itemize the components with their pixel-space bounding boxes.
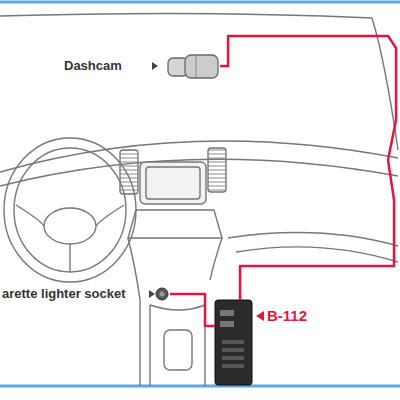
steering-hub — [44, 208, 96, 244]
dashcam-seam — [196, 56, 197, 77]
center-console — [150, 305, 205, 386]
screen — [146, 167, 200, 199]
socket-node: arette lighter socket — [2, 284, 170, 304]
frame-line — [0, 385, 400, 388]
air-vent — [120, 150, 138, 194]
pointer-arrow — [152, 62, 158, 70]
vent-slot — [222, 340, 244, 344]
center-console — [128, 238, 222, 386]
dashcam-body — [185, 55, 218, 78]
vent-slot — [222, 356, 244, 360]
steering-wheel — [4, 138, 136, 282]
port — [220, 310, 234, 316]
screen — [140, 162, 206, 204]
steering-spokes — [16, 205, 124, 272]
shifter — [164, 330, 192, 370]
dashcam-drawing — [152, 55, 218, 78]
lighter-socket — [156, 288, 168, 300]
b112-drawing — [215, 300, 264, 385]
power-cable — [220, 36, 396, 300]
vent-slot — [222, 348, 244, 352]
part-label: B-112 — [267, 307, 307, 324]
pointer-arrow — [256, 311, 264, 321]
vent-slot — [222, 364, 244, 368]
part-label: arette lighter socket — [2, 286, 126, 301]
socket-drawing — [149, 288, 168, 300]
power-cable — [170, 294, 215, 326]
air-vent — [208, 148, 226, 192]
car-outline — [0, 13, 398, 386]
port — [220, 321, 234, 327]
glovebox-line — [228, 233, 398, 246]
frame-line — [0, 1, 400, 4]
dashcam-node: Dashcam — [64, 54, 220, 80]
lighter-socket — [160, 292, 165, 297]
pointer-arrow — [149, 290, 155, 298]
power-unit — [215, 300, 252, 385]
roof-edge — [0, 13, 372, 18]
steering-wheel — [14, 148, 126, 272]
part-label: Dashcam — [64, 58, 122, 73]
control-panel — [128, 210, 222, 238]
glovebox-line — [236, 247, 398, 262]
power-unit-node: B-112 — [215, 300, 327, 385]
